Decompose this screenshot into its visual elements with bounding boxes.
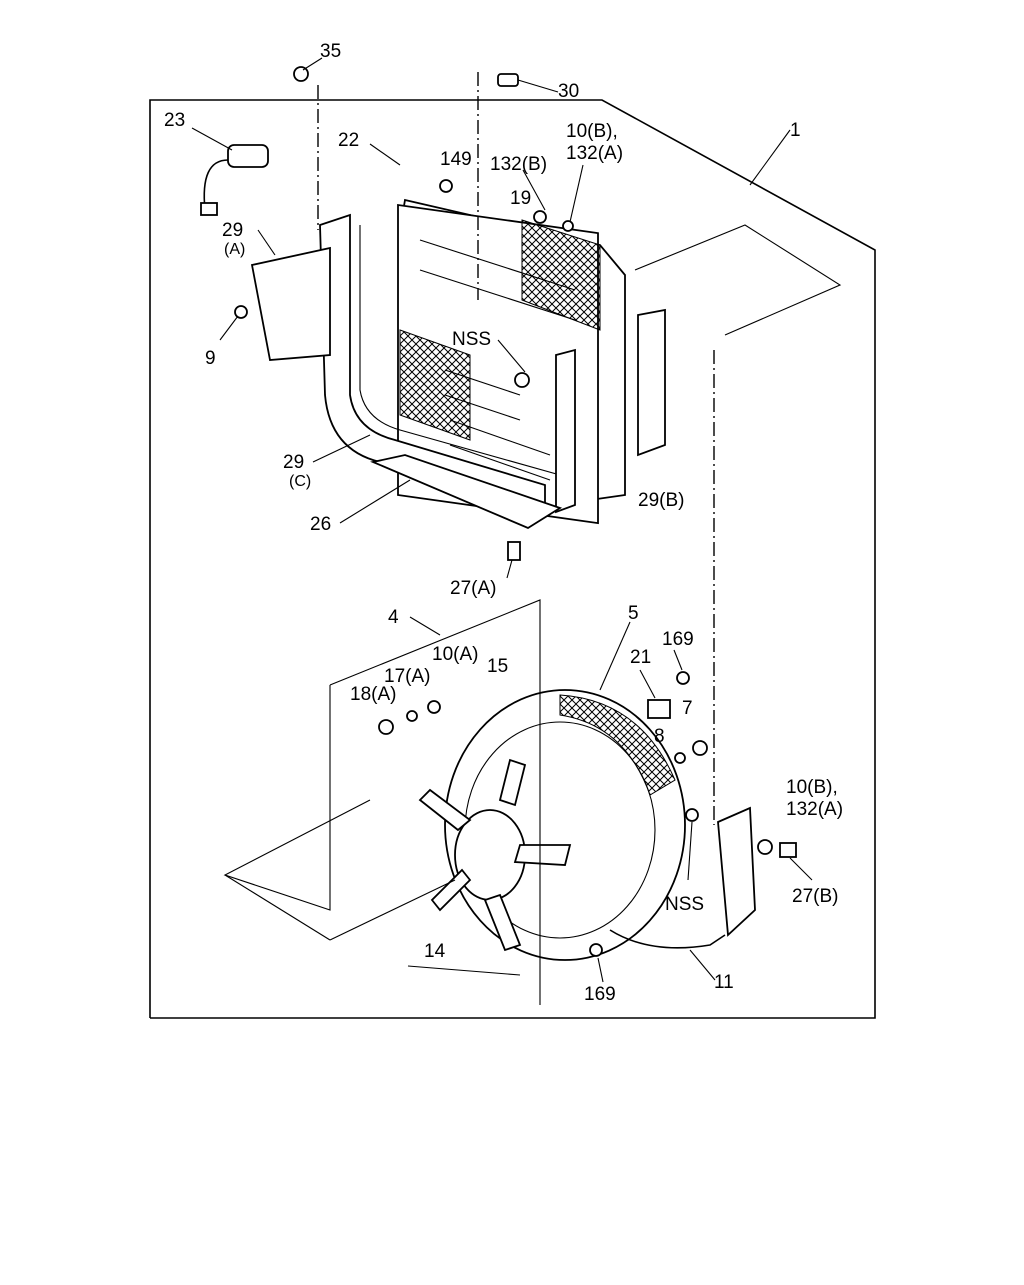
label-4: 4 (388, 607, 399, 628)
fan-blades (418, 758, 572, 952)
bolt-30 (497, 73, 519, 87)
label-1: 1 (790, 120, 801, 141)
label-10b-line2: 132(A) (566, 143, 623, 164)
fan-bracket-11 (609, 806, 756, 949)
callout-labels: 35 30 23 22 149 132(B) 10(B), 132(A) 1 1… (164, 41, 843, 1005)
label-132b: 132(B) (490, 154, 547, 175)
washer-17a (406, 710, 418, 722)
label-10a: 10(A) (432, 644, 478, 665)
bolt-27b (779, 842, 797, 858)
label-11: 11 (714, 972, 734, 993)
frame-bracket-29 (250, 213, 576, 514)
label-29c-line2: (C) (289, 473, 311, 490)
screw-149 (439, 179, 453, 193)
nut-19 (533, 210, 547, 224)
bottom-plate-26 (370, 454, 563, 530)
label-29a-line2: (A) (224, 241, 245, 258)
label-29c-line1: 29 (283, 452, 304, 473)
nut-18a (378, 719, 394, 735)
label-14: 14 (424, 941, 446, 962)
label-8: 8 (654, 726, 665, 747)
label-29b: 29(B) (638, 490, 684, 511)
bolt-27a (507, 541, 521, 561)
label-nss-lower: NSS (665, 894, 704, 915)
label-30: 30 (558, 81, 579, 102)
side-bracket-29b (637, 308, 666, 457)
sensor-23 (200, 144, 269, 216)
nut-7 (692, 740, 708, 756)
assembly-outline (149, 99, 876, 1019)
label-15: 15 (487, 656, 508, 677)
label-23: 23 (164, 110, 185, 131)
label-26: 26 (310, 514, 331, 535)
label-7: 7 (682, 698, 693, 719)
label-169-upper: 169 (662, 629, 694, 650)
label-10b-line1: 10(B), (566, 121, 618, 142)
bolt-nss (514, 372, 530, 388)
label-27a: 27(A) (450, 578, 496, 599)
bolt-169b (589, 943, 603, 957)
label-10b2-line2: 132(A) (786, 799, 843, 820)
label-9: 9 (205, 348, 216, 369)
clip-21 (647, 699, 671, 719)
label-29a-line1: 29 (222, 220, 243, 241)
callout-leaders (191, 57, 813, 983)
washer-10a (427, 700, 441, 714)
label-19: 19 (510, 188, 531, 209)
label-22: 22 (338, 130, 359, 151)
label-21: 21 (630, 647, 651, 668)
label-27b: 27(B) (792, 886, 838, 907)
label-nss-upper: NSS (452, 329, 491, 350)
bolt-9 (234, 305, 248, 319)
label-5: 5 (628, 603, 639, 624)
fasteners (234, 66, 797, 957)
washer-8 (674, 752, 686, 764)
label-18a: 18(A) (350, 684, 396, 705)
label-10b2-line1: 10(B), (786, 777, 838, 798)
nut-nss (685, 808, 699, 822)
bolt-169a (676, 671, 690, 685)
label-35: 35 (320, 41, 341, 62)
label-17a: 17(A) (384, 666, 430, 687)
projection-lines (223, 72, 842, 1005)
washer-10b (757, 839, 773, 855)
nut-35 (293, 66, 309, 82)
label-169-lower: 169 (584, 984, 616, 1005)
washer-132a (562, 220, 574, 232)
label-149: 149 (440, 149, 472, 170)
